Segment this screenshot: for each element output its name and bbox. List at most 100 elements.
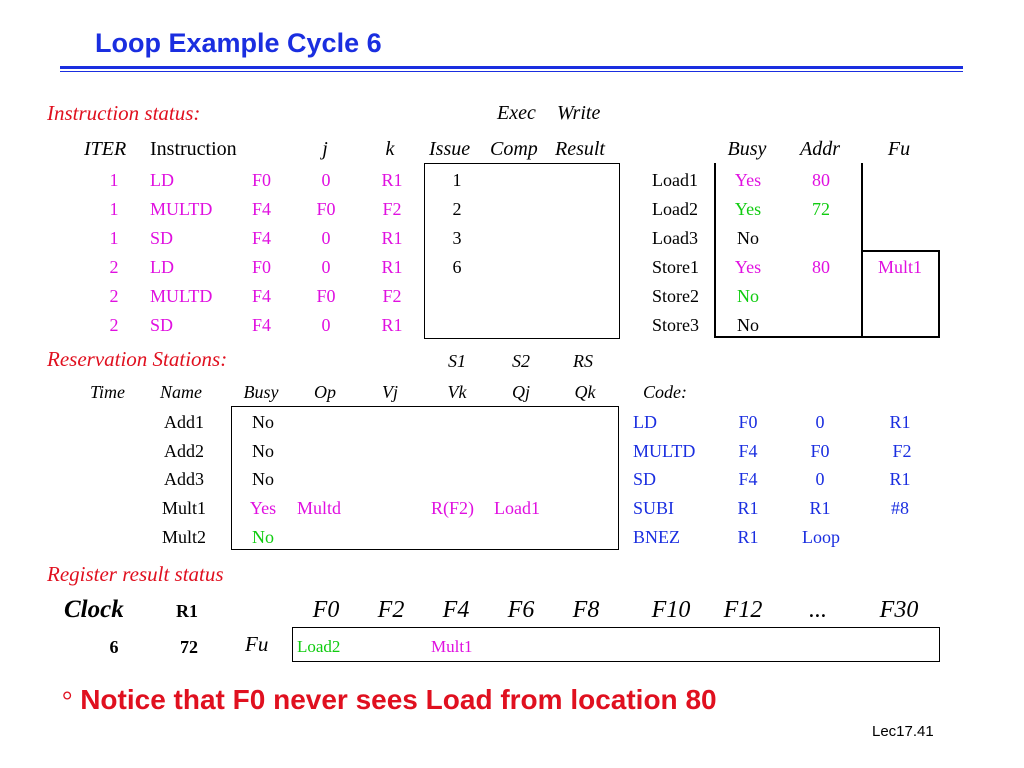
rs-name: Add1	[164, 412, 204, 432]
store-fu-top-border	[861, 250, 940, 252]
iter-cell: 2	[109, 257, 119, 277]
bullet-icon: °	[62, 686, 73, 715]
page-title: Loop Example Cycle 6	[95, 28, 382, 58]
s1-header: S1	[448, 351, 466, 371]
buffer-name: Store3	[652, 315, 699, 335]
buffer-name: Store2	[652, 286, 699, 306]
rs-name: Mult1	[162, 498, 207, 518]
fu-label: Fu	[245, 632, 269, 656]
vj-header: Vj	[382, 382, 398, 402]
instruction-status-label: Instruction status:	[47, 101, 201, 125]
j-header: j	[322, 138, 328, 160]
register-fu-box	[292, 627, 940, 662]
register-name: F6	[507, 597, 535, 623]
dest-cell: F0	[252, 170, 272, 190]
iter-header: ITER	[84, 138, 127, 160]
store-fu-right-border	[938, 250, 940, 338]
name-header: Name	[160, 382, 202, 402]
code-arg: R1	[889, 412, 911, 432]
buffer-fu: Mult1	[877, 257, 923, 277]
dest-cell: F4	[252, 286, 272, 306]
code-arg: Loop	[802, 527, 840, 547]
issue-cell: 6	[452, 257, 462, 277]
code-arg: 0	[815, 469, 825, 489]
code-op: BNEZ	[633, 527, 680, 547]
result-header: Result	[555, 138, 605, 160]
op-cell: SD	[150, 228, 174, 248]
instruction-header: Instruction	[150, 138, 237, 160]
iter-cell: 1	[109, 199, 119, 219]
code-op: SD	[633, 469, 657, 489]
code-arg: #8	[891, 498, 909, 518]
clock-label: Clock	[64, 596, 124, 623]
code-header: Code:	[643, 382, 687, 402]
code-op: MULTD	[633, 441, 696, 461]
code-arg: R1	[737, 527, 759, 547]
rs-busy: No	[252, 441, 274, 461]
s2-header: S2	[512, 351, 530, 371]
exec-status-box	[424, 163, 620, 339]
addr-header: Addr	[800, 138, 840, 160]
buffer-busy: Yes	[734, 170, 762, 190]
op-cell: MULTD	[150, 199, 213, 219]
code-arg: F0	[810, 441, 830, 461]
j-cell: 0	[321, 228, 331, 248]
buffer-name: Store1	[652, 257, 699, 277]
code-arg: 0	[815, 412, 825, 432]
reservation-stations-box	[231, 406, 619, 550]
iter-cell: 1	[109, 228, 119, 248]
notice-bullet: ° Notice that F0 never sees Load from lo…	[62, 686, 717, 714]
rs-busy: No	[252, 412, 274, 432]
buffer-name: Load1	[652, 170, 698, 190]
code-arg: R1	[737, 498, 759, 518]
dest-cell: F4	[252, 199, 272, 219]
buffer-name: Load3	[652, 228, 698, 248]
dest-cell: F4	[252, 228, 272, 248]
iter-cell: 1	[109, 170, 119, 190]
code-arg: F4	[738, 441, 758, 461]
op-cell: MULTD	[150, 286, 213, 306]
register-name: ...	[809, 597, 827, 623]
r1-label: R1	[176, 601, 198, 621]
code-op: SUBI	[633, 498, 675, 518]
buffer-name: Load2	[652, 199, 698, 219]
vk-header: Vk	[447, 382, 467, 402]
title-rule	[60, 66, 963, 69]
buffer-busy: Yes	[734, 257, 762, 277]
iter-cell: 2	[109, 286, 119, 306]
rs-name: Add2	[164, 441, 204, 461]
register-name: F4	[442, 597, 470, 623]
r1-value: 72	[180, 637, 198, 657]
issue-header: Issue	[429, 138, 471, 160]
j-cell: 0	[321, 257, 331, 277]
rs-busy: No	[252, 527, 274, 547]
buffer-busy: Yes	[734, 199, 762, 219]
issue-cell: 2	[452, 199, 462, 219]
k-cell: F2	[382, 199, 402, 219]
code-arg: R1	[889, 469, 911, 489]
write-header: Write	[557, 102, 601, 124]
op-cell: SD	[150, 315, 174, 335]
reservation-stations-label: Reservation Stations:	[47, 347, 228, 371]
rs-busy-header: Busy	[243, 382, 279, 402]
issue-cell: 1	[452, 170, 462, 190]
k-cell: R1	[381, 228, 403, 248]
register-name: F0	[312, 597, 340, 623]
register-name: F12	[723, 597, 763, 623]
rs-header: RS	[573, 351, 593, 371]
j-cell: 0	[321, 170, 331, 190]
buffer-left-border	[714, 163, 716, 338]
op-header: Op	[314, 382, 336, 402]
code-arg: R1	[809, 498, 831, 518]
buffer-addr: 80	[812, 257, 830, 277]
slide-footer: Lec17.41	[872, 723, 934, 740]
code-arg: F2	[892, 441, 912, 461]
register-fu-f0: Load2	[297, 637, 341, 656]
buffer-busy: No	[737, 228, 759, 248]
rs-vk: R(F2)	[431, 498, 475, 518]
qj-header: Qj	[512, 382, 530, 402]
buffer-addr: 80	[812, 170, 830, 190]
register-name: F30	[879, 597, 919, 623]
qk-header: Qk	[574, 382, 596, 402]
register-name: F8	[572, 597, 600, 623]
